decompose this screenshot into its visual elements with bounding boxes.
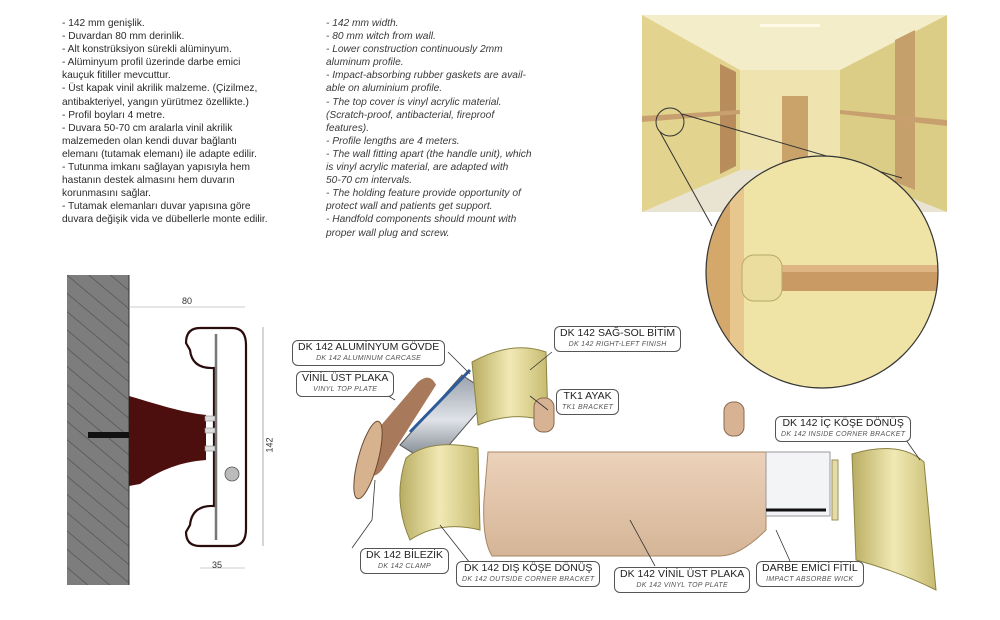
spec-line: korunmasını sağlar.	[62, 188, 151, 200]
specs-turkish: - 142 mm genişlik. - Duvardan 80 mm deri…	[62, 17, 312, 227]
callout-subtitle: DK 142 RIGHT-LEFT FINISH	[568, 341, 667, 348]
callout-title: DK 142 İÇ KÖŞE DÖNÜŞ	[782, 417, 904, 429]
spec-line: elemanı (tutamak elemanı) ile adapte edi…	[62, 148, 257, 160]
spec-line: - Duvardan 80 mm derinlik.	[62, 31, 185, 43]
callout-title: DK 142 BİLEZİK	[366, 549, 444, 561]
callout-outside-corner: DK 142 DIŞ KÖŞE DÖNÜŞ DK 142 OUTSIDE COR…	[456, 561, 601, 587]
spec-line: - 142 mm genişlik.	[62, 18, 145, 29]
callout-subtitle: DK 142 VINYL TOP PLATE	[636, 582, 728, 589]
callout-title: DK 142 ALUMİNYUM GÖVDE	[298, 341, 440, 353]
spec-line: - Handfold components should mount with	[326, 214, 517, 226]
spec-line: aluminum profile.	[326, 57, 404, 69]
spec-line: malzemeden olan kendi duvar bağlantı	[62, 135, 237, 147]
spec-line: - Alt konstrüksiyon sürekli alüminyum.	[62, 44, 232, 56]
callout-subtitle: DK 142 ALUMINUM CARCASE	[316, 355, 422, 362]
callout-title: DARBE EMİCİ FİTİL	[762, 562, 858, 574]
spec-line: - Alüminyum profil üzerinde darbe emici	[62, 57, 241, 69]
callout-vinyl-top-plate: VİNİL ÜST PLAKA VINYL TOP PLATE	[296, 371, 395, 397]
spec-line: - Tutunma imkanı sağlayan yapısıyla hem	[62, 162, 250, 174]
spec-line: - The top cover is vinyl acrylic materia…	[326, 96, 502, 108]
spec-line: - Üst kapak vinil akrilik malzeme. (Çizi…	[62, 83, 258, 95]
exploded-assembly	[351, 347, 937, 591]
callout-right-left-finish: DK 142 SAĞ-SOL BİTİM DK 142 RIGHT-LEFT F…	[554, 326, 682, 352]
spec-line: features).	[326, 122, 370, 134]
callout-title: DK 142 VİNİL ÜST PLAKA	[620, 568, 745, 580]
spec-line: - 80 mm witch from wall.	[326, 31, 436, 43]
dimension-depth: 80	[182, 296, 193, 306]
spec-line: - Profil boyları 4 metre.	[62, 109, 166, 121]
callout-subtitle: DK 142 OUTSIDE CORNER BRACKET	[462, 576, 595, 583]
callout-title: DK 142 SAĞ-SOL BİTİM	[560, 327, 676, 339]
spec-line: duvara değişik vida ve dübellerle monte …	[62, 214, 268, 226]
dimension-base: 35	[212, 560, 223, 570]
spec-line: - Duvara 50-70 cm aralarla vinil akrilik	[62, 122, 233, 134]
spec-line: able on aluminium profile.	[326, 83, 443, 95]
callout-subtitle: VINYL TOP PLATE	[313, 386, 378, 393]
spec-line: - Impact-absorbing rubber gaskets are av…	[326, 70, 526, 82]
spec-line: - The holding feature provide opportunit…	[326, 188, 521, 200]
spec-line: - Lower construction continuously 2mm	[326, 44, 503, 56]
spec-line: protect wall and patients get support.	[326, 201, 493, 213]
spec-line: is vinyl acrylic material, are adapted w…	[326, 162, 509, 174]
callout-title: DK 142 DIŞ KÖŞE DÖNÜŞ	[464, 562, 593, 574]
spec-line: hastanın destek almasını hem duvarın	[62, 175, 235, 187]
spec-line: - Profile lengths are 4 meters.	[326, 135, 460, 147]
profile-cross-section	[67, 275, 264, 585]
spec-line: 50-70 cm intervals.	[326, 175, 413, 187]
spec-line: - 142 mm width.	[326, 18, 399, 29]
callout-subtitle: DK 142 CLAMP	[378, 563, 432, 570]
callout-aluminum-body: DK 142 ALUMİNYUM GÖVDE DK 142 ALUMINUM C…	[292, 340, 446, 366]
callout-subtitle: IMPACT ABSORBE WICK	[766, 576, 854, 583]
spec-line: - The wall fitting apart (the handle uni…	[326, 148, 532, 160]
callout-title: VİNİL ÜST PLAKA	[302, 372, 389, 384]
callout-inside-corner: DK 142 İÇ KÖŞE DÖNÜŞ DK 142 INSIDE CORNE…	[775, 416, 912, 442]
spec-line: proper wall plug and screw.	[326, 227, 450, 239]
callout-subtitle: DK 142 INSIDE CORNER BRACKET	[781, 431, 906, 438]
callout-title: TK1 AYAK	[563, 390, 612, 402]
spec-line: antibakteriyel, yangın yürütmez özellikt…	[62, 96, 249, 108]
callout-vinyl-top-plate-main: DK 142 VİNİL ÜST PLAKA DK 142 VINYL TOP …	[614, 567, 751, 593]
specs-english: - 142 mm width. - 80 mm witch from wall.…	[326, 17, 576, 240]
callout-tk1-bracket: TK1 AYAK TK1 BRACKET	[556, 389, 620, 415]
spec-line: (Scratch-proof, antibacterial, fireproof	[326, 109, 495, 121]
callout-subtitle: TK1 BRACKET	[562, 404, 614, 411]
spec-line: - Tutamak elemanları duvar yapısına göre	[62, 201, 251, 213]
callout-clamp: DK 142 BİLEZİK DK 142 CLAMP	[360, 548, 450, 574]
callout-impact-wick: DARBE EMİCİ FİTİL IMPACT ABSORBE WICK	[756, 561, 864, 587]
spec-line: kauçuk fitiller mevcuttur.	[62, 70, 171, 82]
dimension-height: 142	[264, 437, 275, 453]
